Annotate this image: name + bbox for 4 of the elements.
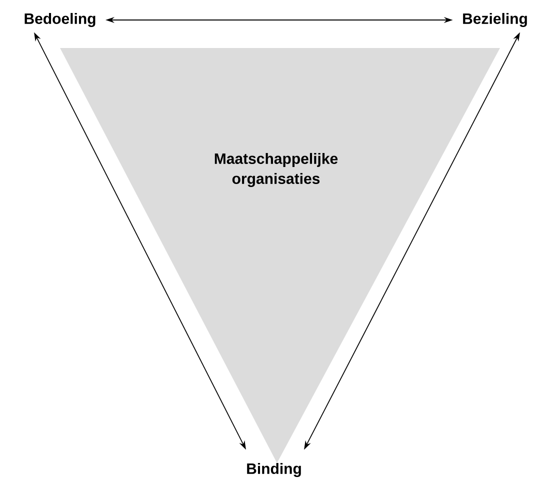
label-text: Bezieling: [463, 12, 527, 28]
label-text: Binding: [247, 462, 301, 478]
label-text: Bedoeling: [24, 12, 96, 28]
triangle: Maatschappelijke organisaties: [60, 48, 500, 463]
